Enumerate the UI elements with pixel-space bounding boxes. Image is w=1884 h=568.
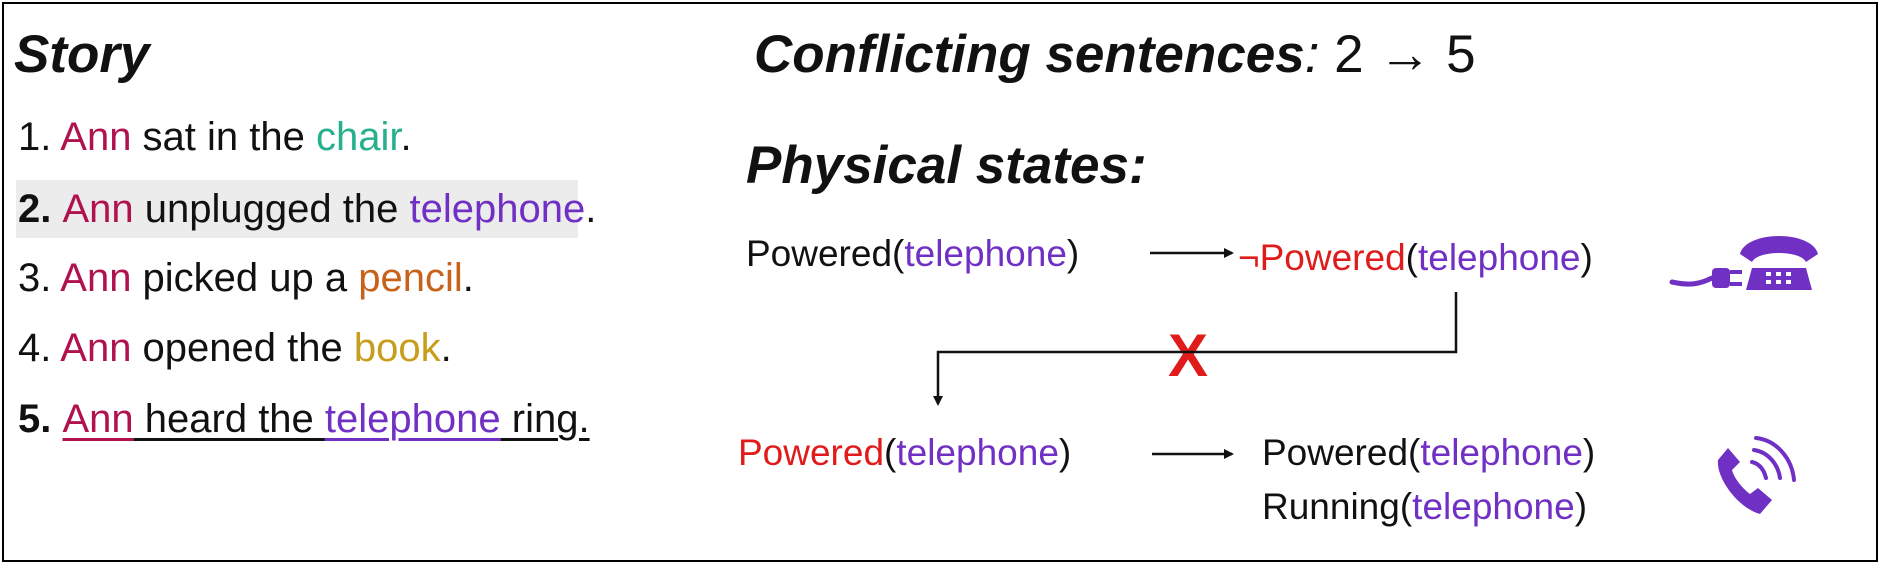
entity-telephone: telephone <box>324 397 501 441</box>
paren-close: ) <box>1582 432 1596 473</box>
entity-chair: chair <box>316 115 401 159</box>
conflict-connector-arrow <box>933 292 1458 406</box>
object-telephone: telephone <box>896 432 1059 473</box>
predicate-highlighted: Powered <box>738 432 885 473</box>
state-row1-after: ¬Powered(telephone) <box>1238 237 1593 279</box>
sentence-text: . <box>440 326 452 370</box>
paren-close: ) <box>1058 432 1072 473</box>
story-sentence-3: 3. Ann picked up a pencil. <box>16 249 474 307</box>
ringing-phone-icon <box>1717 436 1796 514</box>
entity-ann: Ann <box>60 326 132 370</box>
paren-open: ( <box>1408 432 1421 473</box>
conflict-value: 2 → 5 <box>1319 25 1476 84</box>
story-title: Story <box>14 25 150 84</box>
negation-symbol: ¬ <box>1238 237 1260 278</box>
state-row2-after-running: Running(telephone) <box>1262 486 1587 528</box>
paren-close: ) <box>1066 233 1080 274</box>
paren-close: ) <box>1574 486 1588 527</box>
sentence-number: 4. <box>18 326 61 370</box>
sentence-text: . <box>585 187 597 231</box>
entity-pencil: pencil <box>358 256 463 300</box>
sentence-number: 5. <box>18 397 63 441</box>
object-telephone: telephone <box>1420 432 1583 473</box>
object-telephone: telephone <box>904 233 1067 274</box>
conflict-header: Conflicting sentences: 2 → 5 <box>754 24 1476 85</box>
paren-open: ( <box>892 233 905 274</box>
paren-open: ( <box>884 432 897 473</box>
entity-ann: Ann <box>60 115 132 159</box>
state-row2-before: Powered(telephone) <box>738 432 1071 474</box>
predicate-negated: Powered <box>1259 237 1406 278</box>
sentence-number: 1. <box>18 115 61 159</box>
conflict-cross-mark: X <box>1168 322 1209 389</box>
object-telephone: telephone <box>1412 486 1575 527</box>
story-sentence-4: 4. Ann opened the book. <box>16 319 452 377</box>
sentence-text: picked up a <box>131 256 359 300</box>
paren-open: ( <box>1405 237 1418 278</box>
sentence-text: ring. <box>500 397 590 441</box>
story-sentence-5: 5. Ann heard the telephone ring. <box>16 390 590 448</box>
entity-ann: Ann <box>62 397 134 441</box>
physical-states-title: Physical states: <box>746 136 1147 195</box>
entity-ann: Ann <box>62 187 134 231</box>
sentence-text: unplugged the <box>133 187 410 231</box>
predicate: Running <box>1262 486 1400 527</box>
predicate: Powered <box>1262 432 1409 473</box>
state-row1-before: Powered(telephone) <box>746 233 1079 275</box>
unplugged-telephone-icon <box>1669 236 1818 290</box>
paren-close: ) <box>1580 237 1593 278</box>
sentence-text: . <box>400 115 412 159</box>
sentence-text: opened the <box>131 326 354 370</box>
sentence-text: sat in the <box>131 115 316 159</box>
entity-book: book <box>353 326 441 370</box>
sentence-text: . <box>462 256 474 300</box>
story-sentence-1: 1. Ann sat in the chair. <box>16 108 412 166</box>
entity-ann: Ann <box>60 256 132 300</box>
sentence-number: 2. <box>18 187 63 231</box>
paren-open: ( <box>1399 486 1413 527</box>
conflict-label: Conflicting sentences <box>754 25 1305 84</box>
story-sentence-2: 2. Ann unplugged the telephone. <box>16 180 596 238</box>
conflict-colon: : <box>1304 25 1320 84</box>
predicate: Powered <box>746 233 893 274</box>
sentence-text: heard the <box>133 397 325 441</box>
object-telephone: telephone <box>1417 237 1581 278</box>
entity-telephone: telephone <box>409 187 586 231</box>
sentence-number: 3. <box>18 256 61 300</box>
state-row2-after-powered: Powered(telephone) <box>1262 432 1595 474</box>
